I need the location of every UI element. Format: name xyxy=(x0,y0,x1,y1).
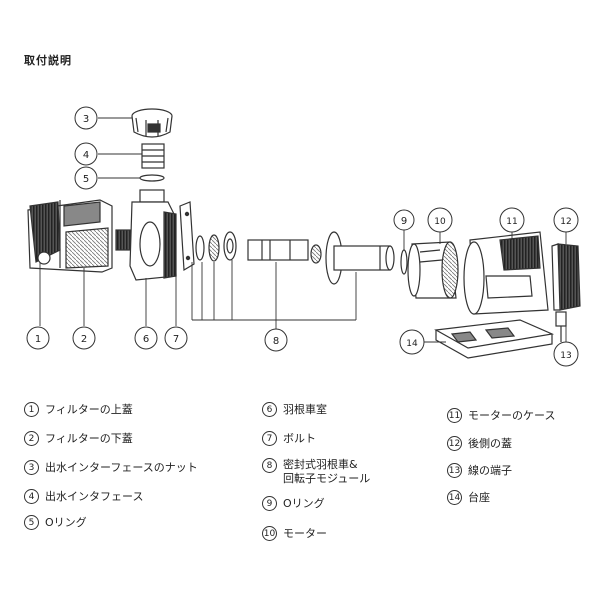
callout-3: 3 xyxy=(74,106,98,130)
legend-num: 1 xyxy=(24,402,39,417)
legend-item-11: 11 モーターのケース xyxy=(447,408,555,423)
legend-item-9: 9 Oリング xyxy=(262,496,325,511)
o-ring-motor xyxy=(400,249,408,275)
legend-text: フィルターの上蓋 xyxy=(45,402,133,416)
svg-text:2: 2 xyxy=(81,334,87,345)
svg-text:6: 6 xyxy=(143,334,149,345)
legend-num: 14 xyxy=(447,490,462,505)
svg-text:12: 12 xyxy=(560,217,571,227)
legend-text: 後側の蓋 xyxy=(468,436,512,450)
legend-item-14: 14 台座 xyxy=(447,490,490,505)
callout-9: 9 xyxy=(393,209,415,231)
impeller-chamber xyxy=(129,189,177,281)
legend-item-10: 10 モーター xyxy=(262,526,327,541)
svg-text:9: 9 xyxy=(401,216,407,227)
svg-text:1: 1 xyxy=(35,334,41,345)
legend-num: 10 xyxy=(262,526,277,541)
legend-item-4: 4 出水インタフェース xyxy=(24,489,143,504)
legend-item-7: 7 ボルト xyxy=(262,431,316,446)
legend-text: Oリング xyxy=(283,496,325,510)
callout-5: 5 xyxy=(74,166,98,190)
leader-lines xyxy=(39,117,567,343)
base-plate xyxy=(434,319,555,359)
legend-num: 13 xyxy=(447,463,462,478)
legend-num: 4 xyxy=(24,489,39,504)
gasket-plate xyxy=(179,201,195,272)
callout-11: 11 xyxy=(499,207,525,233)
legend-num: 12 xyxy=(447,436,462,451)
legend-num: 2 xyxy=(24,431,39,446)
motor xyxy=(407,241,459,299)
o-ring-top xyxy=(139,174,165,182)
legend-item-5: 5 Oリング xyxy=(24,515,87,530)
legend-num: 3 xyxy=(24,460,39,475)
legend-num: 9 xyxy=(262,496,277,511)
rear-cover xyxy=(551,243,581,311)
legend-text: Oリング xyxy=(45,515,87,529)
legend-item-12: 12 後側の蓋 xyxy=(447,436,512,451)
callout-7: 7 xyxy=(164,326,188,350)
svg-text:7: 7 xyxy=(173,334,179,345)
legend-text: フィルターの下蓋 xyxy=(45,431,133,445)
legend-text: 出水インターフェースのナット xyxy=(45,460,198,474)
legend-text: モーター xyxy=(283,526,327,540)
callout-10: 10 xyxy=(427,207,453,233)
callout-6: 6 xyxy=(134,326,158,350)
svg-text:8: 8 xyxy=(273,336,279,347)
svg-text:10: 10 xyxy=(434,217,446,227)
callout-4: 4 xyxy=(74,142,98,166)
legend-item-2: 2 フィルターの下蓋 xyxy=(24,431,133,446)
legend-num: 11 xyxy=(447,408,462,423)
legend-num: 8 xyxy=(262,458,277,473)
coupling-ring xyxy=(115,229,131,251)
legend-item-1: 1 フィルターの上蓋 xyxy=(24,402,133,417)
svg-text:13: 13 xyxy=(560,351,571,361)
callout-14: 14 xyxy=(399,329,425,355)
legend-num: 5 xyxy=(24,515,39,530)
svg-text:4: 4 xyxy=(83,150,89,161)
callout-12: 12 xyxy=(553,207,579,233)
legend-text: 線の端子 xyxy=(468,463,512,477)
legend-num: 6 xyxy=(262,402,277,417)
legend-item-13: 13 線の端子 xyxy=(447,463,512,478)
motor-case xyxy=(463,231,549,315)
page-title: 取付説明 xyxy=(24,54,72,67)
legend-item-3: 3 出水インターフェースのナット xyxy=(24,460,198,475)
impeller-rings xyxy=(195,231,237,262)
legend-item-8: 8 密封式羽根車& 回転子モジュール xyxy=(262,458,370,486)
callout-8: 8 xyxy=(264,328,288,352)
legend-text: ボルト xyxy=(283,431,316,445)
legend-text: 台座 xyxy=(468,490,490,504)
svg-text:11: 11 xyxy=(506,217,517,227)
wire-terminal xyxy=(555,311,567,342)
outlet-nut xyxy=(131,108,173,138)
callouts: 3 4 5 1 2 6 7 8 9 10 11 12 13 14 xyxy=(26,106,579,367)
callout-13: 13 xyxy=(553,341,579,367)
svg-text:5: 5 xyxy=(83,174,89,185)
rotor-module xyxy=(247,231,395,285)
legend-item-6: 6 羽根車室 xyxy=(262,402,327,417)
legend-text: 密封式羽根車& 回転子モジュール xyxy=(283,458,371,485)
svg-text:3: 3 xyxy=(83,114,89,125)
legend-text: 出水インタフェース xyxy=(45,489,144,503)
legend-num: 7 xyxy=(262,431,277,446)
legend-text: 羽根車室 xyxy=(283,402,327,416)
callout-1: 1 xyxy=(26,326,50,350)
callout-2: 2 xyxy=(72,326,96,350)
outlet-interface xyxy=(141,143,165,169)
filter-housing xyxy=(27,199,113,273)
svg-text:14: 14 xyxy=(406,339,418,349)
legend-text: モーターのケース xyxy=(468,408,556,422)
